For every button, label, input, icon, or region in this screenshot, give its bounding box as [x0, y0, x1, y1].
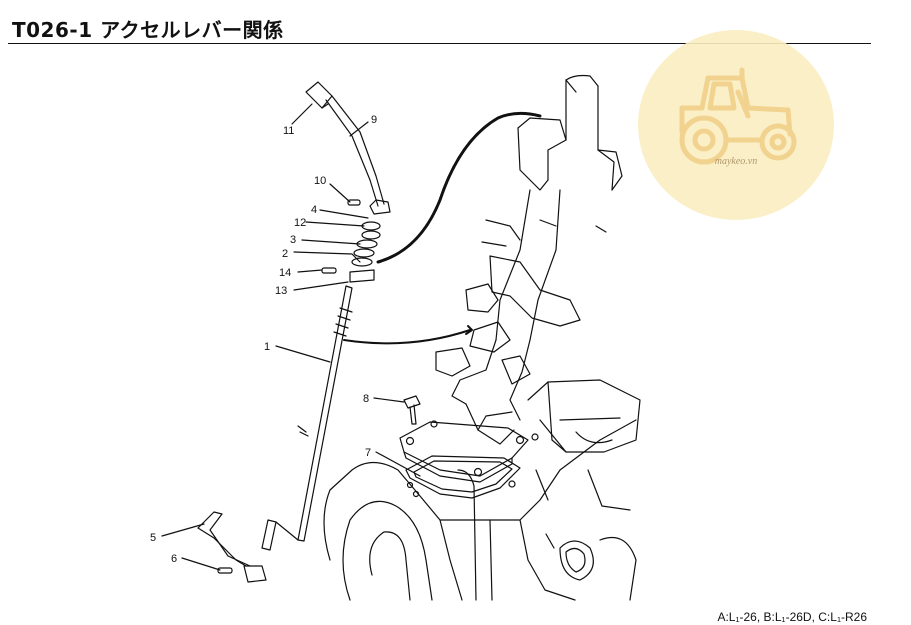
callout-5: 5 — [150, 532, 156, 544]
callout-14: 14 — [279, 267, 291, 279]
callout-2: 2 — [282, 248, 288, 260]
pin-10 — [347, 199, 361, 206]
gasket — [405, 455, 521, 499]
page-title: T026-1 アクセルレバー関係 — [12, 18, 284, 42]
model-applicability-note: A:L₁-26, B:L₁-26D, C:L₁-R26 — [717, 610, 867, 624]
callout-12: 12 — [294, 217, 306, 229]
watermark-logo: maykeo.vn — [638, 30, 834, 220]
callout-1: 1 — [264, 341, 270, 353]
title-divider — [8, 43, 871, 44]
callout-3: 3 — [290, 234, 296, 246]
mounting-plate — [399, 420, 529, 483]
tractor-icon — [679, 67, 797, 165]
lower-arm — [197, 511, 267, 583]
watermark-text: maykeo.vn — [714, 156, 758, 167]
callout-10: 10 — [314, 175, 326, 187]
callout-7: 7 — [365, 447, 371, 459]
pin-14 — [321, 267, 337, 274]
bolt — [403, 395, 421, 425]
transmission-housing — [323, 379, 641, 601]
accelerator-lever — [305, 81, 391, 215]
callout-13: 13 — [275, 285, 287, 297]
accelerator-rod — [261, 285, 353, 551]
steering-column — [435, 74, 623, 445]
callout-11: 11 — [283, 125, 294, 137]
washer-stack — [349, 221, 381, 283]
callout-6: 6 — [171, 553, 177, 565]
callout-8: 8 — [363, 393, 369, 405]
pin-6 — [217, 567, 233, 574]
callout-9: 9 — [371, 114, 377, 126]
callout-4: 4 — [311, 204, 317, 216]
